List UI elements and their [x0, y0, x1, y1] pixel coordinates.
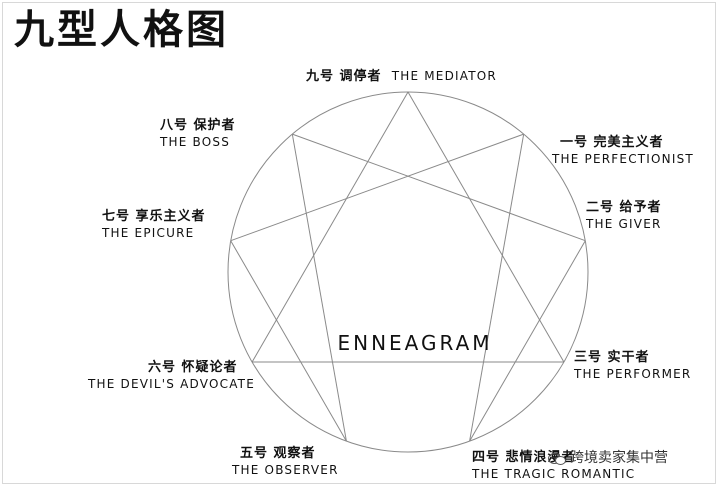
type-5-label: 五号 观察者 THE OBSERVER — [232, 446, 339, 478]
connection-line-7-1 — [230, 133, 524, 242]
connection-line-9-3 — [407, 91, 565, 363]
type-5-cn: 五号 观察者 — [240, 446, 316, 461]
connection-line-8-5 — [291, 134, 347, 442]
type-8-en: THE BOSS — [160, 135, 231, 149]
type-7-label: 七号 享乐主义者 THE EPICURE — [102, 209, 206, 241]
type-9-label: 九号 调停者 THE MEDIATOR — [306, 67, 497, 85]
enneagram-circle — [227, 91, 589, 453]
center-label: ENNEAGRAM — [337, 331, 493, 355]
wechat-icon — [548, 451, 566, 465]
type-1-en: THE PERFECTIONIST — [552, 152, 694, 166]
image-frame — [2, 2, 716, 484]
page-title: 九型人格图 — [14, 7, 229, 53]
type-2-label: 二号 给予者 THE GIVER — [586, 200, 662, 232]
type-2-en: THE GIVER — [586, 217, 662, 231]
type-4-en: THE TRAGIC ROMANTIC — [472, 467, 636, 481]
type-6-label: 六号 怀疑论者 THE DEVIL'S ADVOCATE — [88, 360, 255, 392]
type-7-en: THE EPICURE — [102, 226, 195, 240]
type-1-cn: 一号 完美主义者 — [560, 135, 664, 150]
connection-line-2-8 — [292, 133, 586, 242]
type-9-en: THE MEDIATOR — [391, 69, 497, 83]
type-5-en: THE OBSERVER — [232, 463, 339, 477]
type-1-label: 一号 完美主义者 THE PERFECTIONIST — [552, 135, 694, 167]
type-6-en: THE DEVIL'S ADVOCATE — [88, 377, 255, 391]
type-3-label: 三号 实干者 THE PERFORMER — [574, 350, 691, 382]
type-8-cn: 八号 保护者 — [160, 118, 236, 133]
watermark: 跨境卖家集中营 — [548, 448, 668, 468]
type-9-cn: 九号 调停者 — [306, 69, 382, 84]
connection-line-4-2 — [469, 240, 586, 442]
type-3-cn: 三号 实干者 — [574, 350, 650, 365]
type-3-en: THE PERFORMER — [574, 367, 692, 381]
watermark-text: 跨境卖家集中营 — [570, 450, 668, 466]
type-8-label: 八号 保护者 THE BOSS — [160, 118, 236, 150]
connection-line-5-7 — [230, 240, 347, 442]
connection-line-6-9 — [251, 91, 409, 363]
connection-line-1-4 — [469, 134, 525, 442]
type-2-cn: 二号 给予者 — [586, 200, 662, 215]
connection-lines — [230, 91, 586, 442]
type-7-cn: 七号 享乐主义者 — [102, 209, 206, 224]
type-6-cn: 六号 怀疑论者 — [148, 360, 238, 375]
